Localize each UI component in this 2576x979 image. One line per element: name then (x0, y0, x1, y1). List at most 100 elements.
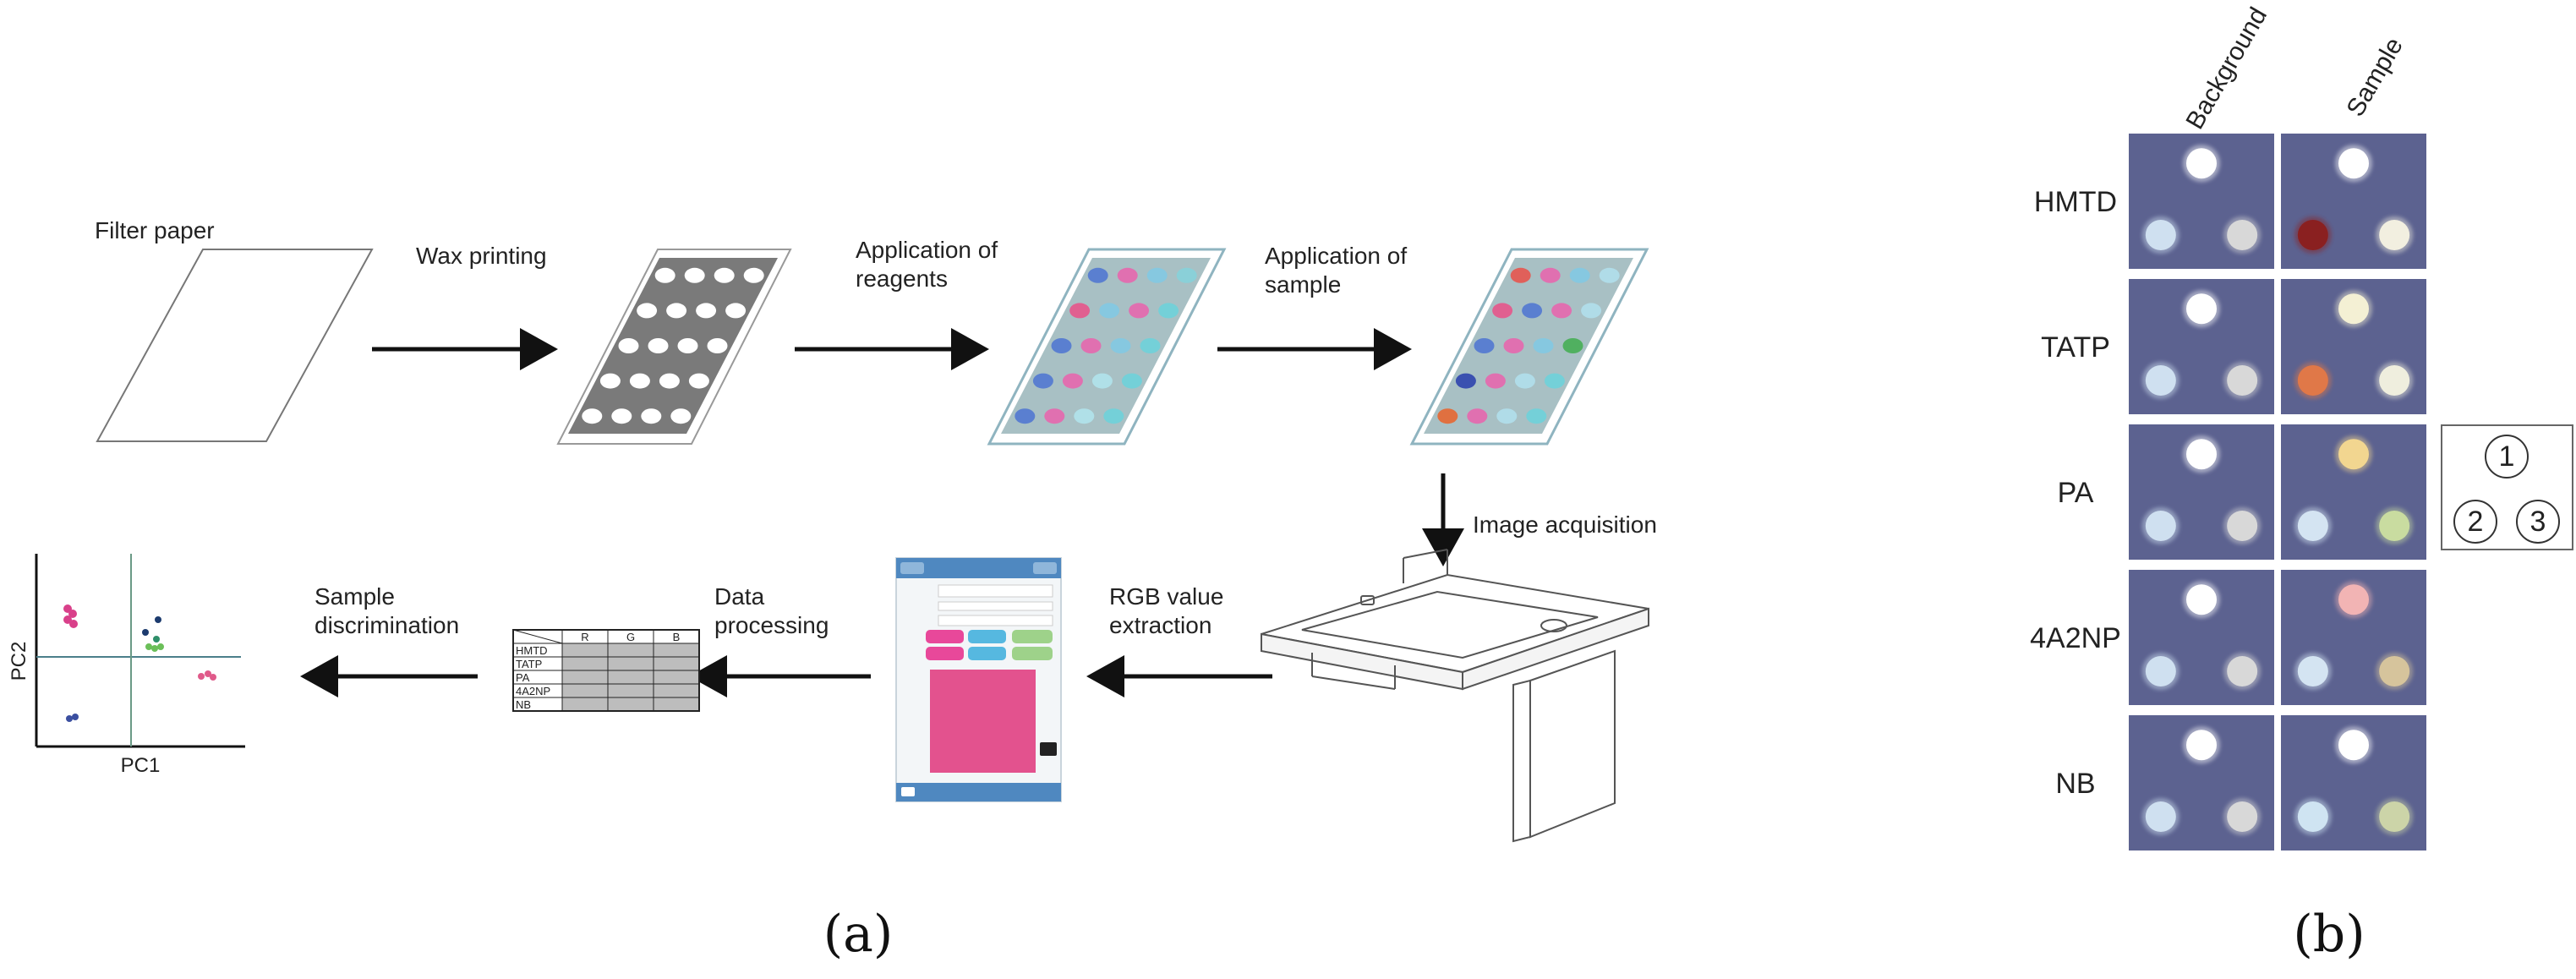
spot (2227, 511, 2258, 541)
spot (2186, 148, 2217, 179)
label-application-sample: Application of sample (1265, 243, 1414, 298)
reagent-well (1044, 408, 1065, 424)
spot (2145, 220, 2176, 250)
spot (2227, 801, 2258, 832)
pca-clusters (63, 604, 216, 722)
sample-well (1474, 338, 1495, 353)
label-data-processing: Data processing (714, 583, 829, 638)
wax-well (684, 267, 705, 283)
label-sample-discrimination: Sample discrimination (314, 583, 459, 638)
sample-well (1492, 303, 1513, 319)
spot (2145, 365, 2176, 396)
wax-well (725, 303, 747, 319)
table-row-label: NB (516, 698, 531, 711)
column-header-sample: Sample (2341, 33, 2408, 122)
spot (2338, 439, 2369, 470)
reagent-well (1129, 303, 1150, 319)
wax-well (654, 267, 675, 283)
sample-well (1496, 408, 1518, 424)
label-image-acquisition: Image acquisition (1473, 511, 1657, 538)
phone-stand-illustration (1261, 549, 1649, 843)
sample-well (1467, 408, 1488, 424)
sample-well (1551, 303, 1572, 319)
wax-well (714, 267, 735, 283)
reagent-well (1051, 338, 1072, 353)
spot (2186, 584, 2217, 615)
spot (2379, 220, 2410, 250)
spot (2297, 656, 2328, 686)
panel-a: Filter paper Wax printing Application of… (8, 217, 1657, 964)
row-label: 4A2NP (2030, 622, 2121, 654)
reagent-paper (987, 248, 1227, 446)
sample-paper (1409, 248, 1649, 446)
wax-well (611, 408, 632, 424)
pca-xlabel: PC1 (121, 754, 161, 777)
reagent-well (1069, 303, 1091, 319)
spot (2338, 584, 2369, 615)
spot (2145, 801, 2176, 832)
spot (2297, 365, 2328, 396)
spot (2297, 801, 2328, 832)
wax-well (666, 303, 687, 319)
wax-well (696, 303, 717, 319)
wax-well (618, 338, 639, 353)
pca-plot: PC2 PC1 (8, 554, 245, 777)
spot (2186, 439, 2217, 470)
wax-well (670, 408, 692, 424)
spot (2379, 511, 2410, 541)
spot (2186, 293, 2217, 325)
spot-position-legend: 1 2 3 (2441, 424, 2573, 550)
reagent-well (1103, 408, 1124, 424)
wax-well (677, 338, 698, 353)
sample-well (1510, 267, 1531, 283)
spot (2145, 656, 2176, 686)
table-row-label: 4A2NP (516, 685, 550, 697)
wax-well (648, 338, 669, 353)
label-application-reagents: Application of reagents (856, 237, 1004, 292)
spot (2227, 656, 2258, 686)
reagent-well (1110, 338, 1131, 353)
spot (2145, 511, 2176, 541)
table-row-label: PA (516, 671, 530, 684)
wax-well (688, 373, 709, 389)
sample-well (1503, 338, 1524, 353)
label-wax-printing: Wax printing (416, 243, 547, 269)
wax-well (743, 267, 764, 283)
table-value-area (562, 643, 699, 711)
wax-well (641, 408, 662, 424)
label-filter-paper: Filter paper (95, 217, 215, 243)
reagent-well (1158, 303, 1179, 319)
reagent-well (1140, 338, 1161, 353)
row-label: TATP (2041, 331, 2110, 364)
table-corner-diagonal (512, 629, 563, 644)
spot (2379, 656, 2410, 686)
reagent-well (1099, 303, 1120, 319)
sample-well (1599, 267, 1620, 283)
spot (2227, 220, 2258, 250)
table-row-label: HMTD (516, 644, 548, 657)
table-header-cell: B (673, 631, 681, 643)
reagent-well (1146, 267, 1168, 283)
filter-paper-sheet (96, 249, 374, 442)
spot (2297, 220, 2328, 250)
wax-well (707, 338, 728, 353)
row-label: PA (2058, 477, 2094, 509)
reagent-well (1074, 408, 1095, 424)
wax-well (659, 373, 680, 389)
sample-well (1514, 373, 1535, 389)
sample-well (1581, 303, 1602, 319)
legend-label-1: 1 (2499, 440, 2515, 473)
reagent-well (1062, 373, 1083, 389)
spot (2186, 730, 2217, 761)
sample-well (1455, 373, 1476, 389)
sample-well (1522, 303, 1543, 319)
spot (2379, 801, 2410, 832)
sample-well (1533, 338, 1554, 353)
label-rgb-extraction: RGB value extraction (1109, 583, 1230, 638)
table-header-cell: R (581, 631, 588, 643)
reagent-well (1091, 373, 1113, 389)
wax-printed-paper (556, 249, 792, 445)
sample-well (1562, 338, 1583, 353)
